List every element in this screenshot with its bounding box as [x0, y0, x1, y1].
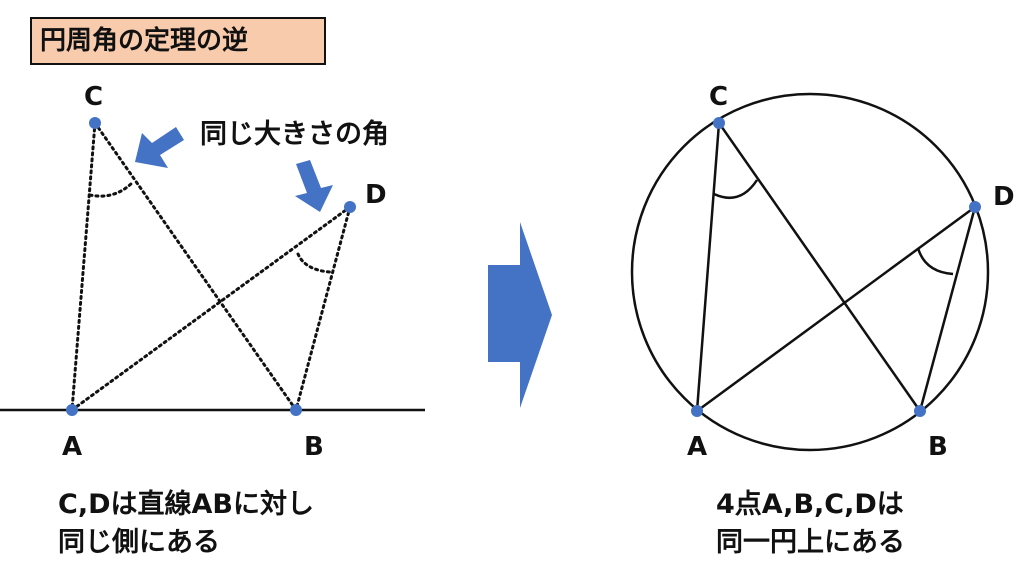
left-caption-line2: 同じ側にある [58, 527, 220, 558]
segment-cb [93, 121, 298, 412]
left-figure [0, 121, 425, 412]
right-caption: 4点A,B,C,Dは 同一円上にある [716, 486, 905, 562]
chord-da [696, 205, 976, 413]
same-angle-annotation: 同じ大きさの角 [200, 119, 389, 150]
right-caption-line2: 同一円上にある [716, 527, 905, 558]
label-a-right: A [687, 432, 708, 462]
segment-db [294, 205, 352, 412]
big-right-arrow-icon [488, 222, 552, 408]
point-b-right [914, 405, 926, 417]
angle-arc-d [296, 252, 332, 274]
arrow-to-angle-d-icon [295, 160, 333, 212]
point-a [66, 404, 78, 416]
label-d-right: D [993, 182, 1015, 212]
circle [630, 92, 990, 452]
right-figure [630, 92, 990, 452]
chord-cb [717, 122, 922, 412]
label-a: A [62, 432, 83, 462]
segment-da [70, 205, 352, 412]
right-caption-line1: 4点A,B,C,Dは [716, 489, 904, 520]
label-b-right: B [928, 432, 948, 462]
point-a-right [691, 405, 703, 417]
point-d [344, 201, 356, 213]
left-caption: C,Dは直線ABに対し 同じ側にある [58, 486, 314, 562]
point-c [89, 117, 101, 129]
label-b: B [304, 432, 324, 462]
segment-ca [70, 121, 97, 412]
point-b [290, 404, 302, 416]
angle-arc-c [88, 180, 135, 198]
point-d-right [969, 201, 981, 213]
angle-arc-d-right [916, 247, 954, 276]
page-title: 円周角の定理の逆 [30, 17, 326, 65]
left-caption-line1: C,Dは直線ABに対し [58, 489, 314, 520]
chord-ca [695, 122, 721, 412]
label-d: D [365, 180, 387, 210]
label-c: C [84, 82, 104, 112]
label-c-right: C [709, 82, 729, 112]
chord-db [918, 206, 977, 412]
arrow-to-angle-c-icon [135, 127, 184, 168]
angle-arc-c-right [713, 179, 759, 199]
point-c-right [713, 117, 725, 129]
